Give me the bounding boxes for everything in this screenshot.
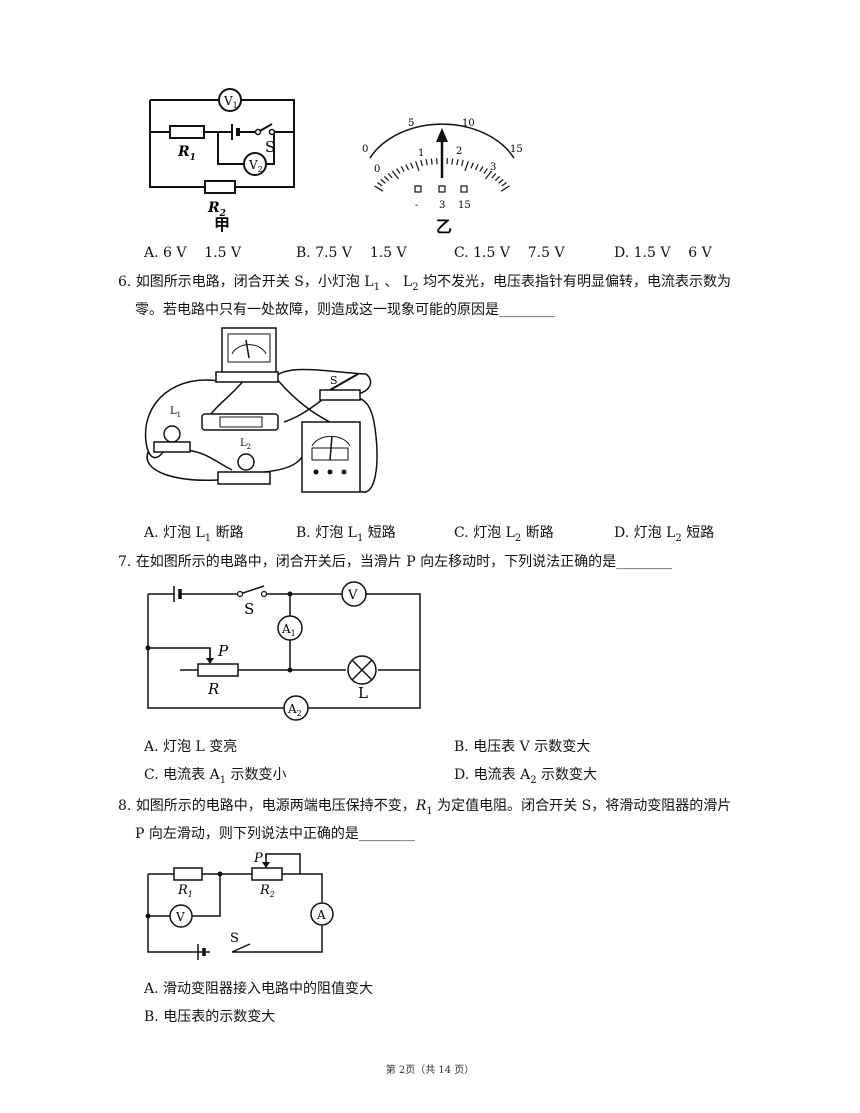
fig-yi-caption: 乙	[436, 217, 452, 236]
q6-option-a[interactable]: A. 灯泡 L1 断路	[144, 525, 244, 544]
svg-text:R: R	[207, 680, 219, 698]
l1-label: L1	[170, 406, 181, 419]
a1-label: A1	[281, 622, 296, 638]
q6-stem: 6. 如图所示电路，闭合开关 S，小灯泡 L1 、 L2 均不发光，电压表指针有…	[118, 274, 732, 318]
q5-option-b[interactable]: B. 7.5 V 1.5 V	[296, 245, 407, 261]
svg-text:0: 0	[374, 164, 380, 175]
svg-text:V: V	[347, 588, 358, 603]
dial-tick	[380, 178, 386, 184]
q6-circuit-photo: S L1 L2	[144, 327, 378, 493]
q6-option-d[interactable]: D. 灯泡 L2 短路	[614, 525, 715, 544]
svg-text:S: S	[330, 374, 338, 387]
r2-label: R2	[259, 883, 275, 899]
q7-option-a[interactable]: A. 灯泡 L 变亮	[144, 739, 238, 755]
q7-stem: 7. 在如图所示的电路中，闭合开关后，当滑片 P 向左移动时，下列说法正确的是_…	[118, 554, 673, 570]
dial-tick	[410, 162, 414, 169]
dial-tick	[456, 159, 459, 166]
q8-stem: 8. 如图所示的电路中，电源两端电压保持不变，R1 为定值电阻。闭合开关 S，将…	[118, 798, 732, 842]
q7-option-c[interactable]: C. 电流表 A1 示数变小	[144, 767, 287, 786]
dial-tick	[474, 164, 479, 171]
svg-text:1: 1	[418, 148, 424, 159]
q7-option-d[interactable]: D. 电流表 A2 示数变大	[454, 767, 598, 786]
dial-tick	[479, 166, 484, 172]
s-label: S	[265, 138, 275, 156]
svg-text:L: L	[358, 684, 368, 702]
q8-circuit: V A P R1 R2 S	[145, 851, 334, 960]
dial-tick	[491, 173, 497, 179]
dial-tick	[470, 162, 474, 169]
r2-label: R2	[207, 200, 226, 219]
r1-label: R1	[177, 883, 193, 899]
dial-tick	[500, 185, 510, 192]
l2-label: L2	[240, 438, 251, 451]
v1-label: V1	[223, 94, 238, 110]
svg-text:-: -	[415, 200, 418, 211]
dial-tick	[430, 158, 433, 165]
dial-tick	[451, 158, 454, 165]
dial-tick	[461, 159, 464, 167]
svg-text:0: 0	[362, 144, 368, 155]
dial-tick	[425, 159, 428, 166]
svg-text:S: S	[244, 600, 254, 618]
r1-label: R1	[177, 144, 196, 163]
dial-tick	[464, 161, 469, 171]
q8-option-a[interactable]: A. 滑动变阻器接入电路中的阻值变大	[144, 981, 374, 997]
fig-jia-caption: 甲	[214, 215, 230, 234]
a2-label: A2	[287, 702, 302, 718]
dial-tick	[415, 161, 420, 171]
dial-tick	[374, 185, 384, 192]
dial-tick	[383, 175, 390, 181]
dial-tick	[501, 182, 507, 187]
svg-text:15: 15	[510, 144, 523, 155]
q6-option-b[interactable]: B. 灯泡 L1 短路	[296, 525, 396, 544]
dial-tick	[485, 170, 493, 180]
q6-option-c[interactable]: C. 灯泡 L2 断路	[454, 525, 554, 544]
svg-text:2: 2	[456, 146, 462, 157]
dial-tick	[498, 178, 504, 184]
q5-option-c[interactable]: C. 1.5 V 7.5 V	[454, 245, 565, 261]
v2-label: V2	[248, 158, 263, 174]
svg-text:S: S	[230, 931, 239, 946]
svg-text:3: 3	[490, 162, 496, 173]
svg-text:10: 10	[462, 118, 475, 129]
svg-text:P: P	[217, 642, 229, 660]
dial-tick	[387, 173, 393, 179]
q7-circuit: V A1 A2 S P R L	[145, 581, 421, 721]
svg-text:5: 5	[408, 118, 414, 129]
svg-text:P: P	[253, 851, 263, 866]
svg-text:A: A	[316, 908, 326, 922]
q8-option-b[interactable]: B. 电压表的示数变大	[144, 1009, 276, 1025]
dial-tick	[400, 166, 405, 172]
dial-tick	[391, 170, 399, 180]
dial-tick	[420, 159, 423, 167]
q5-voltmeter-dial-yi: 0 5 10 15 0 1 2 3 - 3 15 乙	[362, 118, 523, 236]
q5-option-d[interactable]: D. 1.5 V 6 V	[614, 245, 712, 261]
dial-tick	[483, 168, 488, 174]
svg-text:15: 15	[458, 200, 471, 211]
page-footer: 第 2页（共 14 页）	[385, 1065, 475, 1076]
dial-tick	[405, 164, 410, 171]
dial-tick	[377, 182, 383, 187]
svg-text:V: V	[175, 910, 185, 924]
q5-circuit-jia: V1 V2 R1 S R2 甲	[149, 88, 295, 234]
dial-tick	[494, 175, 501, 181]
dial-tick	[396, 168, 401, 174]
q5-option-a[interactable]: A. 6 V 1.5 V	[144, 245, 242, 261]
svg-text:3: 3	[439, 200, 445, 211]
q7-option-b[interactable]: B. 电压表 V 示数变大	[454, 739, 591, 755]
